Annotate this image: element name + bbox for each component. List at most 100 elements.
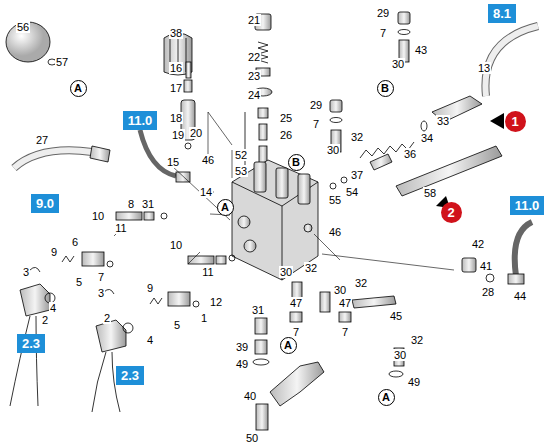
valve-inserts (320, 292, 330, 312)
sensors (30, 267, 40, 272)
callout-number: 32 (304, 262, 318, 274)
node-text: 11.0 (128, 113, 153, 128)
node-text: 2.3 (121, 368, 139, 383)
valve-inserts (290, 312, 302, 322)
callout-number: 10 (91, 210, 105, 222)
valve-inserts (161, 213, 167, 219)
node-text: A (382, 391, 390, 403)
valve-stack (258, 108, 268, 118)
callout-number: 2 (103, 312, 111, 324)
valve-inserts (216, 256, 226, 264)
callout-number: 29 (309, 99, 323, 111)
callout-number: 31 (251, 304, 265, 316)
callout-number: 55 (328, 194, 342, 206)
outlet-hose (370, 154, 392, 170)
manifold-body (244, 240, 256, 252)
sensors (123, 323, 133, 333)
callout-number: 7 (312, 118, 320, 130)
node-text: 2.3 (22, 336, 40, 351)
callout-number: 37 (350, 169, 364, 181)
leader-line (172, 166, 230, 220)
valve-stack (245, 14, 272, 170)
outlet-hose (421, 121, 427, 131)
inlet-hose (14, 150, 92, 168)
callout-number: 49 (407, 376, 421, 388)
callout-number: 27 (35, 134, 49, 146)
sensors (10, 267, 133, 412)
inlet-hose (90, 146, 110, 162)
manifold-body (254, 162, 266, 192)
callout-number: 9 (50, 246, 58, 258)
valve-inserts (389, 371, 403, 377)
check-valves (330, 12, 410, 152)
node-text: 11.0 (515, 198, 540, 213)
callout-number: 2 (41, 314, 49, 326)
valve-stack (259, 124, 267, 140)
callout-number: 20 (189, 127, 203, 139)
pressure-knob (186, 62, 191, 78)
node-text: 9.0 (36, 196, 54, 211)
direction-arrow (436, 113, 504, 208)
outlet-hose (396, 146, 502, 196)
node-text: A (284, 339, 292, 351)
callout-number: 6 (71, 236, 79, 248)
manifold-body (304, 224, 312, 232)
callout-number: 7 (341, 326, 349, 338)
leader-line (114, 112, 454, 270)
callout-number: 3 (97, 287, 105, 299)
valve-inserts (82, 252, 104, 266)
outlet-hose (330, 183, 336, 189)
callout-number: 14 (199, 186, 213, 198)
step-marker: 1 (505, 111, 526, 132)
valve-inserts (62, 212, 404, 377)
callout-number: 53 (234, 165, 248, 177)
callout-number: 11 (114, 222, 127, 234)
valve-inserts (352, 296, 396, 308)
outlet-hose (330, 26, 538, 196)
valve-inserts (229, 255, 235, 261)
callout-number: 49 (235, 358, 249, 370)
callout-number: 38 (169, 27, 183, 39)
callout-number: 23 (247, 70, 261, 82)
node-text: A (221, 201, 229, 213)
callout-number: 32 (354, 277, 368, 289)
connection-marker: B (288, 154, 305, 171)
bypass-hose (515, 222, 532, 276)
callout-number: 16 (169, 62, 183, 74)
manifold-body (276, 168, 288, 198)
callout-number: 26 (279, 129, 293, 141)
callout-number: 31 (141, 198, 155, 210)
connection-marker: A (70, 80, 87, 97)
callout-number: 52 (234, 149, 248, 161)
node-text: 8.1 (493, 6, 511, 21)
lever-bracket (256, 362, 324, 430)
callout-number: 11 (201, 266, 214, 278)
valve-inserts (62, 256, 74, 262)
callout-number: 21 (247, 14, 261, 26)
step-marker: 2 (441, 202, 462, 223)
valve-inserts (168, 292, 190, 306)
leader-line (114, 222, 200, 264)
callout-number: 17 (169, 82, 183, 94)
callout-number: 8 (127, 198, 135, 210)
callout-number: 3 (22, 266, 30, 278)
lever-bracket (256, 404, 268, 430)
valve-inserts (339, 312, 351, 322)
pressure-knob (185, 143, 191, 149)
callout-number: 30 (393, 349, 407, 361)
lever-bracket (270, 362, 324, 406)
valve-inserts (255, 340, 267, 354)
callout-number: 46 (201, 154, 215, 166)
reference-box: 2.3 (17, 334, 45, 353)
callout-number: 19 (171, 129, 185, 141)
valve-inserts (193, 301, 199, 307)
callout-number: 30 (333, 284, 347, 296)
outlet-hose (485, 26, 538, 96)
connection-marker: A (280, 337, 297, 354)
connection-marker: A (378, 389, 395, 406)
node-text: 2 (447, 205, 454, 220)
reference-box: 11.0 (510, 196, 545, 215)
reference-box: 8.1 (488, 4, 516, 23)
callout-number: 44 (513, 290, 527, 302)
